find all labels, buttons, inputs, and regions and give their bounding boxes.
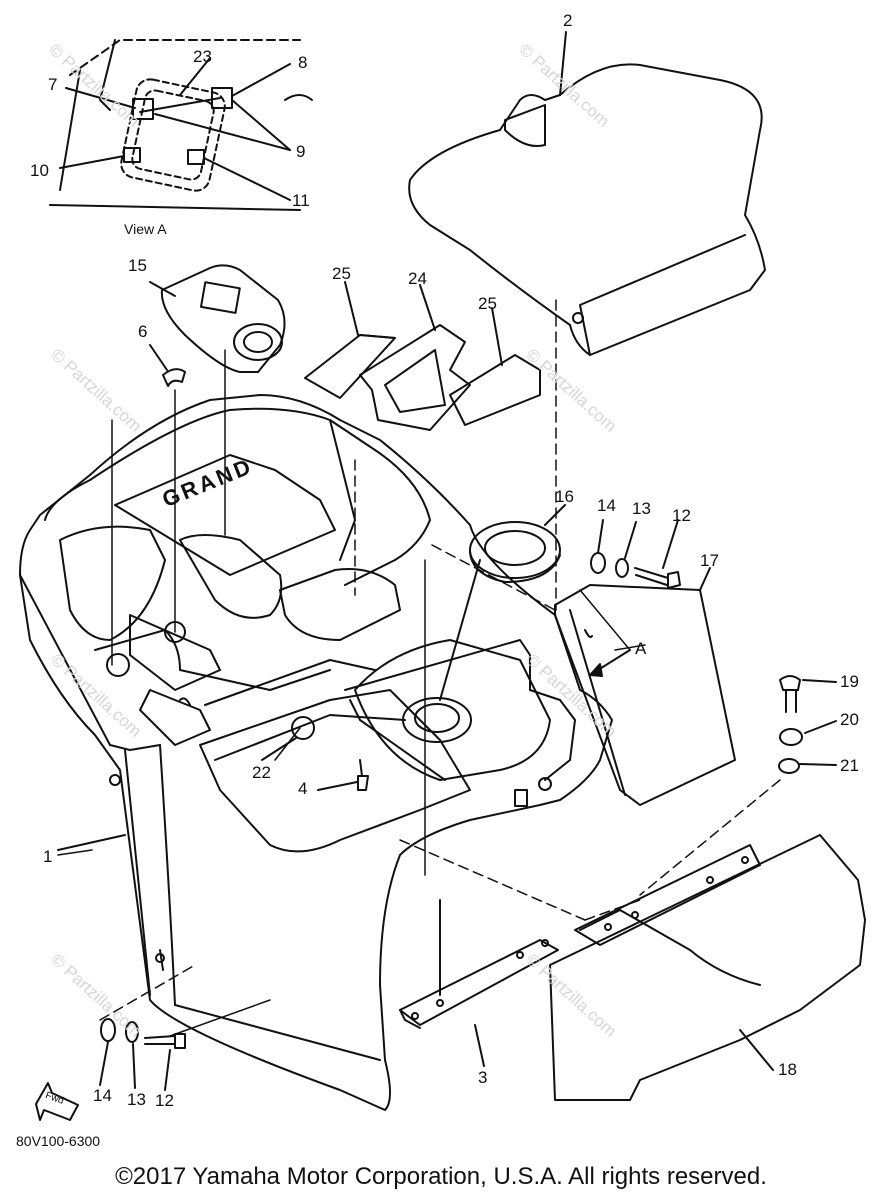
fwd-arrow-icon [35, 1082, 79, 1121]
fasteners-upper [590, 519, 681, 589]
seat-cover-part-2 [408, 31, 766, 356]
part-label-12b: 12 [155, 1091, 174, 1110]
part-label-11: 11 [292, 191, 310, 210]
part-label-19: 19 [840, 672, 859, 691]
leader-lines [99, 299, 781, 1037]
view-a-arrow [589, 649, 631, 677]
view-arrow-label: A [635, 639, 647, 658]
part-label-17: 17 [700, 551, 719, 570]
diagram-code: 80V100-6300 [16, 1133, 101, 1149]
fasteners-right [778, 675, 837, 774]
part-label-25b: 25 [478, 294, 497, 313]
part-label-4: 4 [298, 779, 308, 798]
part-label-22: 22 [252, 763, 271, 782]
floor-panel-part-18 [549, 834, 866, 1101]
part-label-12a: 12 [672, 506, 691, 525]
part-label-3: 3 [478, 1068, 488, 1087]
label-leaders [57, 727, 301, 856]
part-label-13b: 13 [127, 1090, 146, 1109]
part-label-13a: 13 [632, 499, 651, 518]
part-label-9: 9 [296, 142, 306, 161]
part-label-23: 23 [193, 47, 212, 66]
pads-part-24-25 [304, 281, 541, 431]
part-label-20: 20 [840, 710, 859, 729]
part-label-25a: 25 [332, 264, 351, 283]
part-label-18: 18 [778, 1060, 797, 1079]
part-label-15: 15 [128, 256, 147, 275]
part-label-14b: 14 [93, 1086, 112, 1105]
grommet-part-16 [439, 504, 566, 701]
part-label-10: 10 [30, 161, 49, 180]
fasteners-lower [99, 1018, 186, 1091]
clip-part-6 [149, 344, 186, 387]
bracket-part-3 [399, 899, 559, 1067]
copyright-notice: ©2017 Yamaha Motor Corporation, U.S.A. A… [115, 1163, 767, 1190]
console-body-part-1 [19, 394, 613, 1111]
side-panel-part-17 [554, 567, 736, 806]
part-label-2: 2 [563, 11, 573, 30]
part-label-21: 21 [840, 756, 859, 775]
part-label-1: 1 [43, 847, 53, 866]
cup-holder-part-15 [149, 264, 286, 373]
part-label-24: 24 [408, 269, 427, 288]
part-label-14a: 14 [597, 496, 616, 515]
plug-and-screw [261, 737, 369, 791]
part-label-16: 16 [555, 487, 574, 506]
view-caption: View A [124, 221, 167, 237]
part-label-6: 6 [138, 322, 148, 341]
view-a-inset [49, 39, 313, 211]
part-label-7: 7 [48, 75, 58, 94]
part-label-8: 8 [298, 53, 308, 72]
